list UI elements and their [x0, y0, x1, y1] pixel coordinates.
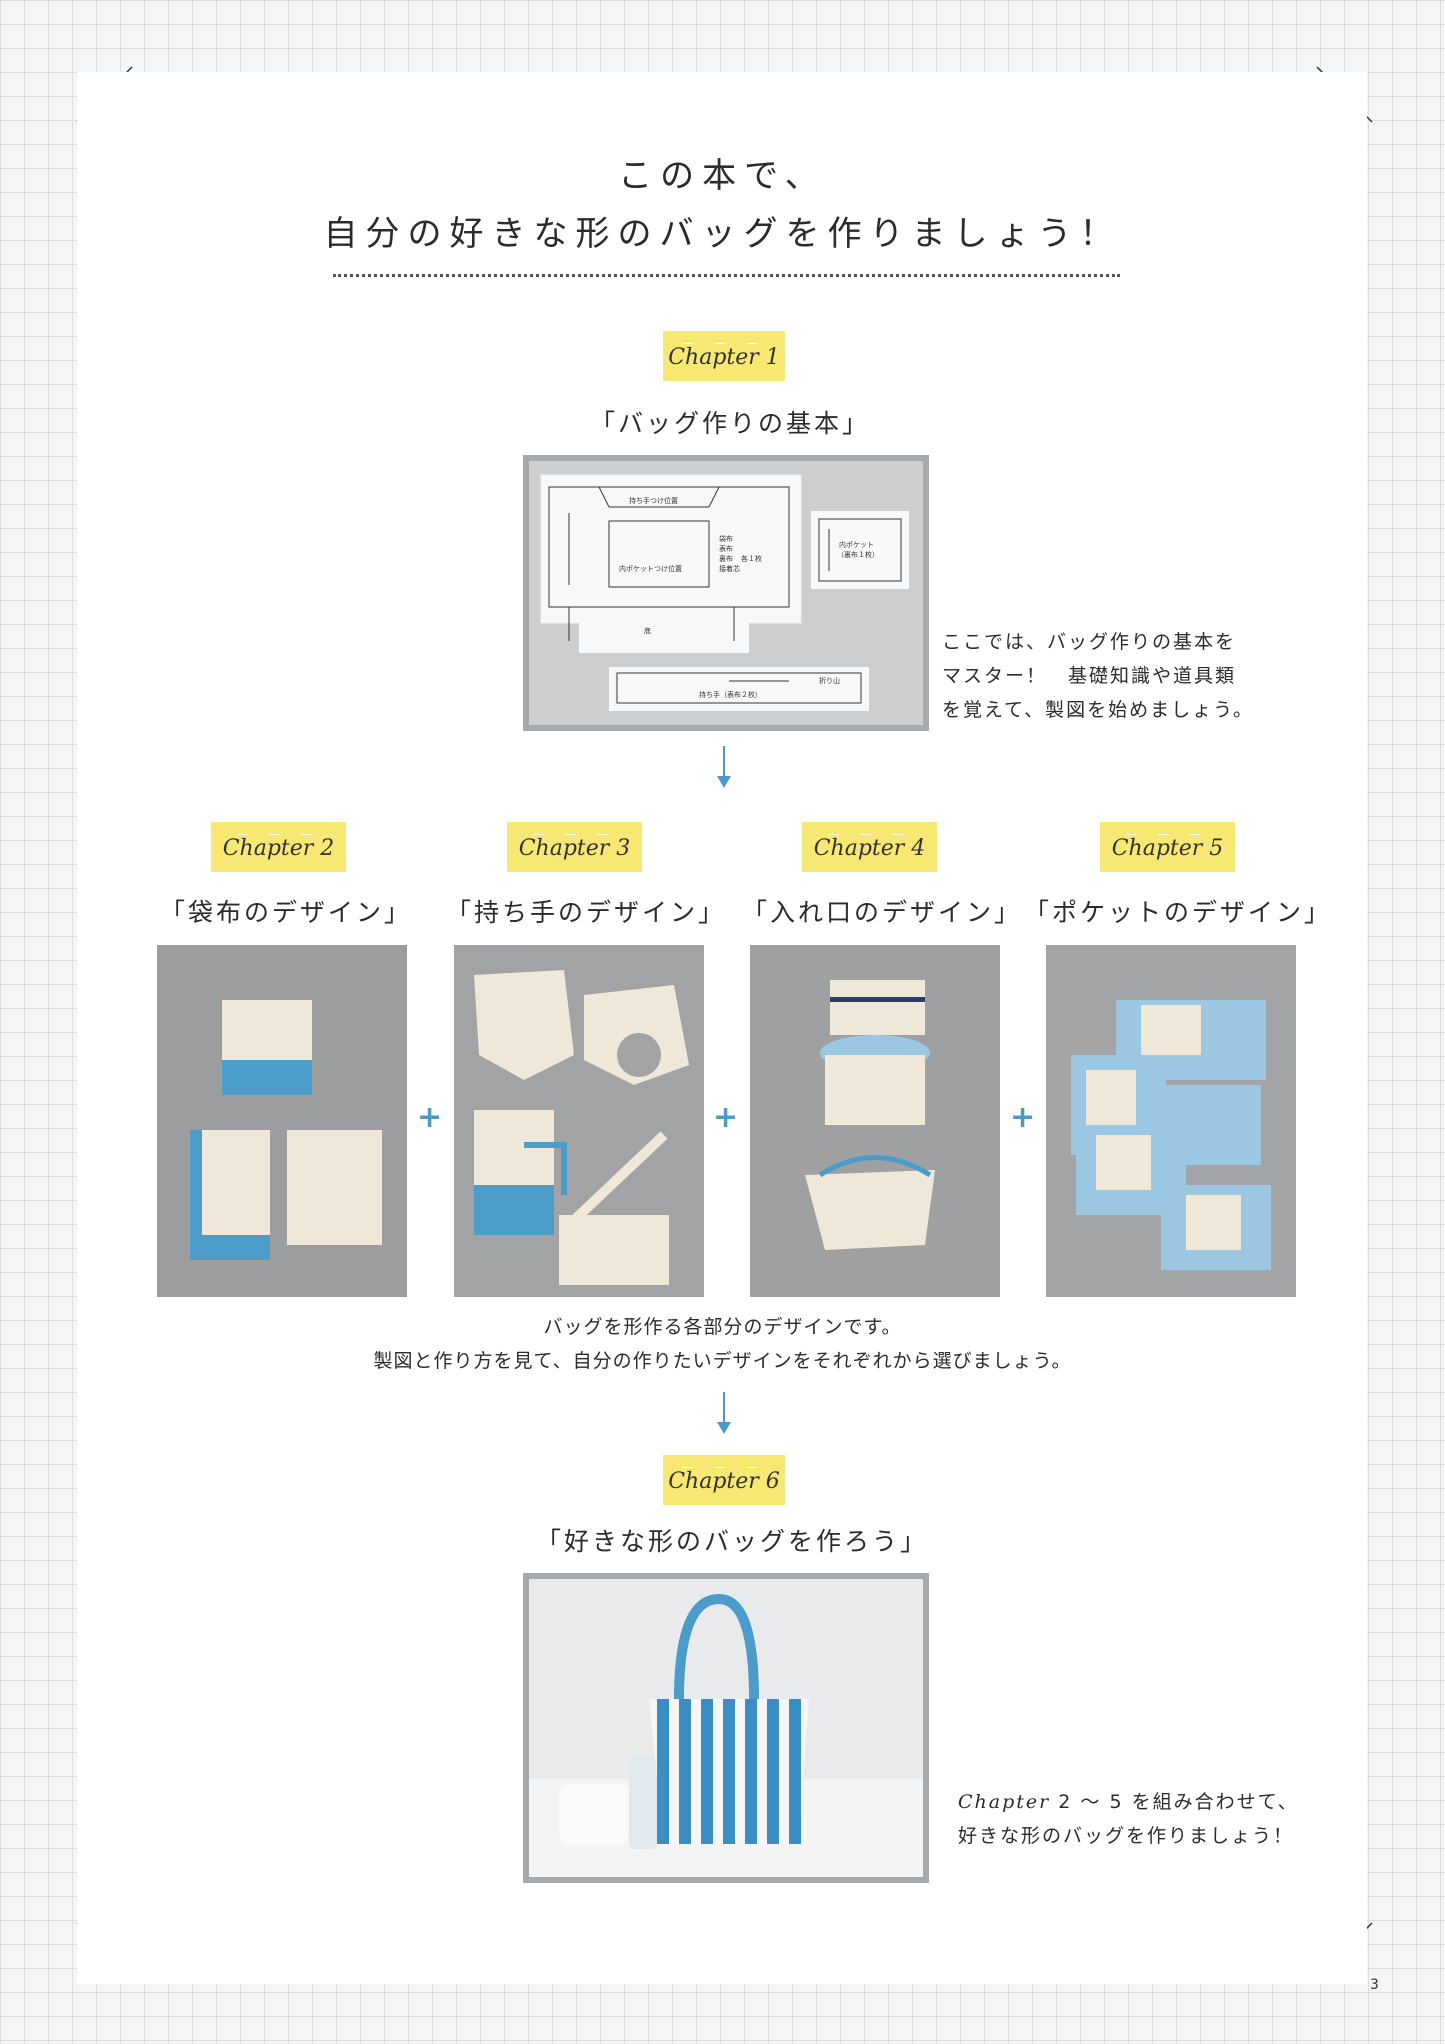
chapter-5-badge-text: Chapter 5 — [1111, 836, 1224, 861]
chapter-5-photo — [1046, 945, 1296, 1297]
tote-bag-photo — [529, 1579, 923, 1877]
bottom-text: 底 — [644, 626, 651, 635]
chapter-4-label: 「入れ口のデザイン」 — [742, 898, 1023, 927]
inner-pocket-note-text: （裏布１枚） — [837, 550, 879, 559]
middle-description: バッグを形作る各部分のデザインです。 製図と作り方を見て、自分の作りたいデザイン… — [0, 1310, 1445, 1378]
chapter-6-photo — [523, 1573, 929, 1883]
chapter-4-badge-text: Chapter 4 — [813, 836, 926, 861]
chapter-6-description-line: 好きな形のバッグを作りましょう！ — [958, 1825, 1295, 1847]
chapter-word: Chapter — [958, 1791, 1051, 1813]
plus-icon: + — [1010, 1100, 1036, 1135]
badge-dashes: — — — — [532, 827, 617, 841]
chapter-1-description-line: ここでは、バッグ作りの基本を — [942, 631, 1237, 653]
fold-text: 折り山 — [819, 676, 840, 685]
badge-dashes: — — — — [682, 336, 766, 350]
chapter-3-photo — [454, 945, 704, 1297]
handle-text: 持ち手（表布２枚） — [699, 690, 762, 699]
chapter-2-label: 「袋布のデザイン」 — [160, 898, 413, 927]
chapter-4-photo — [750, 945, 1000, 1297]
bag-body-photo — [157, 945, 407, 1297]
pockets-photo — [1046, 945, 1296, 1297]
title-divider — [333, 274, 1120, 277]
chapter-6-badge-text: Chapter 6 — [668, 1469, 780, 1494]
chapter-1-badge-text: Chapter 1 — [668, 345, 780, 370]
chapter-2-photo — [157, 945, 407, 1297]
down-arrow-icon — [717, 746, 731, 788]
plus-icon: + — [417, 1100, 443, 1135]
chapter-6-badge: — — — Chapter 6 — [663, 1455, 785, 1505]
handle-position-text: 持ち手つけ位置 — [629, 496, 678, 505]
middle-description-line: バッグを形作る各部分のデザインです。 — [543, 1316, 902, 1338]
chapter-1-label: 「バッグ作りの基本」 — [590, 409, 871, 438]
chapter-1-description: ここでは、バッグ作りの基本を マスター！ 基礎知識や道具類 を覚えて、製図を始め… — [942, 625, 1254, 727]
inner-pocket-text: 内ポケット — [839, 540, 874, 549]
badge-dashes: — — — — [682, 1460, 766, 1474]
chapter-2-badge: — — — Chapter 2 — [211, 822, 346, 872]
down-arrow-icon — [717, 1392, 731, 1434]
title-line-1: この本で、 — [618, 156, 827, 196]
chapter-1-badge: — — — Chapter 1 — [663, 331, 785, 381]
chapter-3-badge: — — — Chapter 3 — [507, 822, 642, 872]
badge-dashes: — — — — [1125, 827, 1210, 841]
each-one-text: 各１枚 — [741, 554, 762, 563]
page-number: 3 — [1370, 1977, 1379, 1993]
chapter-6-label: 「好きな形のバッグを作ろう」 — [536, 1527, 929, 1556]
chapter-4-badge: — — — Chapter 4 — [802, 822, 937, 872]
middle-description-line: 製図と作り方を見て、自分の作りたいデザインをそれぞれから選びましょう。 — [373, 1350, 1072, 1372]
chapter-6-description: Chapter 2 ～ 5 を組み合わせて、 好きな形のバッグを作りましょう！ — [958, 1785, 1299, 1853]
badge-dashes: — — — — [827, 827, 912, 841]
badge-dashes: — — — — [236, 827, 321, 841]
plus-icon: + — [713, 1100, 739, 1135]
chapter-3-badge-text: Chapter 3 — [518, 836, 631, 861]
handles-photo — [454, 945, 704, 1297]
lining-text: 裏布 — [719, 554, 733, 563]
chapter-1-description-line: を覚えて、製図を始めましょう。 — [942, 699, 1254, 721]
chapter-5-badge: — — — Chapter 5 — [1100, 822, 1235, 872]
pattern-illustration: 持ち手つけ位置 内ポケットつけ位置 袋布 表布 裏布 各１枚 接着芯 底 内ポケ… — [529, 461, 923, 725]
chapter-6-description-line: Chapter 2 ～ 5 を組み合わせて、 — [958, 1785, 1299, 1819]
chapter-1-photo: 持ち手つけ位置 内ポケットつけ位置 袋布 表布 裏布 各１枚 接着芯 底 内ポケ… — [523, 455, 929, 731]
openings-photo — [750, 945, 1000, 1297]
chapter-5-label: 「ポケットのデザイン」 — [1024, 898, 1333, 927]
inner-pocket-position-text: 内ポケットつけ位置 — [619, 564, 682, 573]
interfacing-text: 接着芯 — [719, 564, 740, 573]
chapter-2-badge-text: Chapter 2 — [222, 836, 335, 861]
bag-body-text: 袋布 — [719, 534, 733, 543]
title-line-2: 自分の好きな形のバッグを作りましょう！ — [323, 214, 1122, 254]
outer-text: 表布 — [719, 544, 733, 553]
chapter-1-description-line: マスター！ 基礎知識や道具類 — [942, 665, 1237, 687]
chapter-3-label: 「持ち手のデザイン」 — [446, 898, 727, 927]
chapter-6-description-text: 2 ～ 5 を組み合わせて、 — [1050, 1791, 1299, 1813]
